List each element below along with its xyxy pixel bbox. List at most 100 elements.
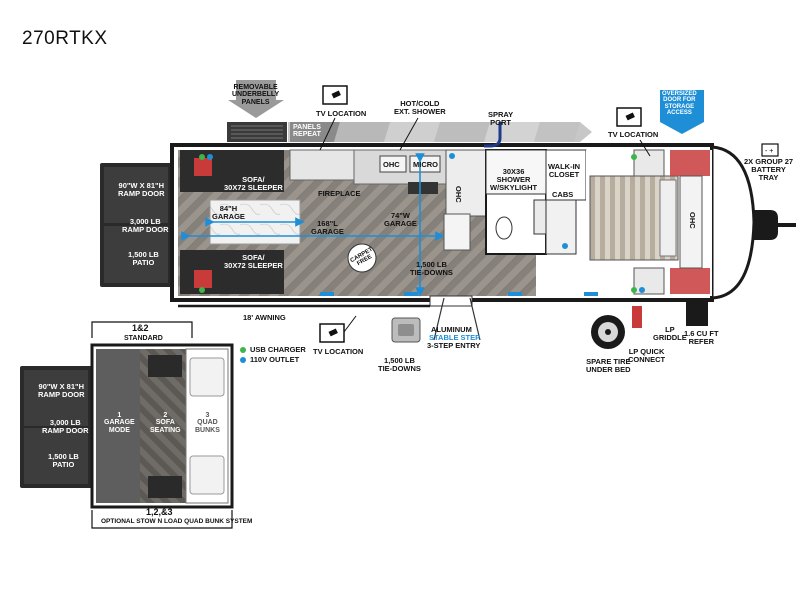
outlet-dot <box>639 287 645 293</box>
entry-steps-icon <box>391 317 421 343</box>
walk-in-closet <box>545 149 587 201</box>
underbelly-arrow <box>228 80 284 118</box>
inset-top-sub: STANDARD <box>124 335 163 342</box>
ohc-label: OHC <box>383 160 400 169</box>
awning-label: 18' AWNING <box>243 313 286 322</box>
usb-dot <box>631 287 637 293</box>
inset-bottom-sub: OPTIONAL STOW N LOAD QUAD BUNK SYSTEM <box>101 518 253 525</box>
usb-legend-text: USB CHARGER <box>250 345 306 354</box>
wardrobe-bottom <box>670 268 710 294</box>
ohc-front-label: OHC <box>688 212 697 229</box>
stove <box>408 182 438 194</box>
toilet <box>495 216 513 240</box>
sofa-pillow-bottom <box>194 270 212 288</box>
usb-legend-icon <box>240 347 246 354</box>
tv-location-bottom-label: TV LOCATION <box>313 347 364 356</box>
legend-usb: USB CHARGER <box>240 345 306 355</box>
wardrobe-top <box>670 150 710 176</box>
inset-top-bracket <box>91 321 193 338</box>
tv-location-top-label: TV LOCATION <box>316 109 367 118</box>
carpet-free-badge <box>347 243 377 273</box>
spare-tire-icon <box>591 315 625 349</box>
shower <box>485 149 547 195</box>
sofa-bottom-label: SOFA/30x72 SLEEPER <box>224 253 283 270</box>
refer-icon <box>686 300 708 326</box>
rear-ramp-door <box>100 163 172 287</box>
nightstand-bottom <box>633 267 665 295</box>
outlet-dot <box>207 154 213 160</box>
inset-bottom-heading: 1,2,&3 <box>146 507 173 517</box>
inset-bottom-bracket <box>91 510 233 529</box>
sofa-top-label: SOFA/30x72 SLEEPER <box>224 175 283 192</box>
sofa-pillow-top <box>194 158 212 176</box>
tie-down-marker <box>584 292 598 296</box>
entry-step-line2: STABLE STEP <box>429 333 481 342</box>
entry-step-line1: ALUMINUM <box>431 325 472 334</box>
oversized-door-badge <box>660 90 704 134</box>
pantry <box>445 149 487 217</box>
usb-dot <box>199 154 205 160</box>
legend-outlet: 110V OUTLET <box>240 355 306 365</box>
spray-port-icon <box>484 122 502 148</box>
bed-pillows <box>659 179 677 257</box>
tv-icon-bedroom <box>616 107 651 157</box>
model-title: 270RTKX <box>22 28 108 49</box>
entry-step-line3: 3-STEP ENTRY <box>427 341 481 350</box>
tv-location-bedroom-label: TV LOCATION <box>608 130 659 139</box>
usb-dot <box>199 287 205 293</box>
fireplace-label: FIREPLACE <box>318 189 361 198</box>
tie-down-marker <box>508 292 522 296</box>
shower-label: 30x36SHOWERw/SKYLIGHT <box>490 167 538 192</box>
entry-door <box>429 295 473 307</box>
battery-icon: - + <box>761 143 779 157</box>
hitch <box>754 210 778 240</box>
ohc-box <box>379 155 407 173</box>
cabs-label: CABS <box>552 190 574 199</box>
tv-icon-top <box>319 85 348 151</box>
outlet-dot <box>562 243 568 249</box>
kitchen-island <box>443 213 471 251</box>
inset-drawing <box>20 343 234 509</box>
outlet-legend-text: 110V OUTLET <box>250 355 300 364</box>
underbelly-panels <box>227 122 592 142</box>
ohc-vertical-label: OHC <box>454 186 463 203</box>
legend: USB CHARGER 110V OUTLET <box>240 345 306 365</box>
tv-icon-bottom <box>319 315 357 343</box>
tie-down-marker <box>404 292 418 296</box>
tie-down-marker <box>320 292 334 296</box>
outlet-dot <box>449 153 455 159</box>
outlet-legend-icon <box>240 357 246 364</box>
shower-leader <box>399 117 419 151</box>
front-ohc <box>679 175 703 269</box>
usb-dot <box>631 154 637 160</box>
lp-griddle-icon <box>632 306 642 328</box>
micro-label: MICRO <box>413 160 438 169</box>
inset-top-heading: 1&2 <box>132 323 149 333</box>
cabs <box>545 199 577 255</box>
